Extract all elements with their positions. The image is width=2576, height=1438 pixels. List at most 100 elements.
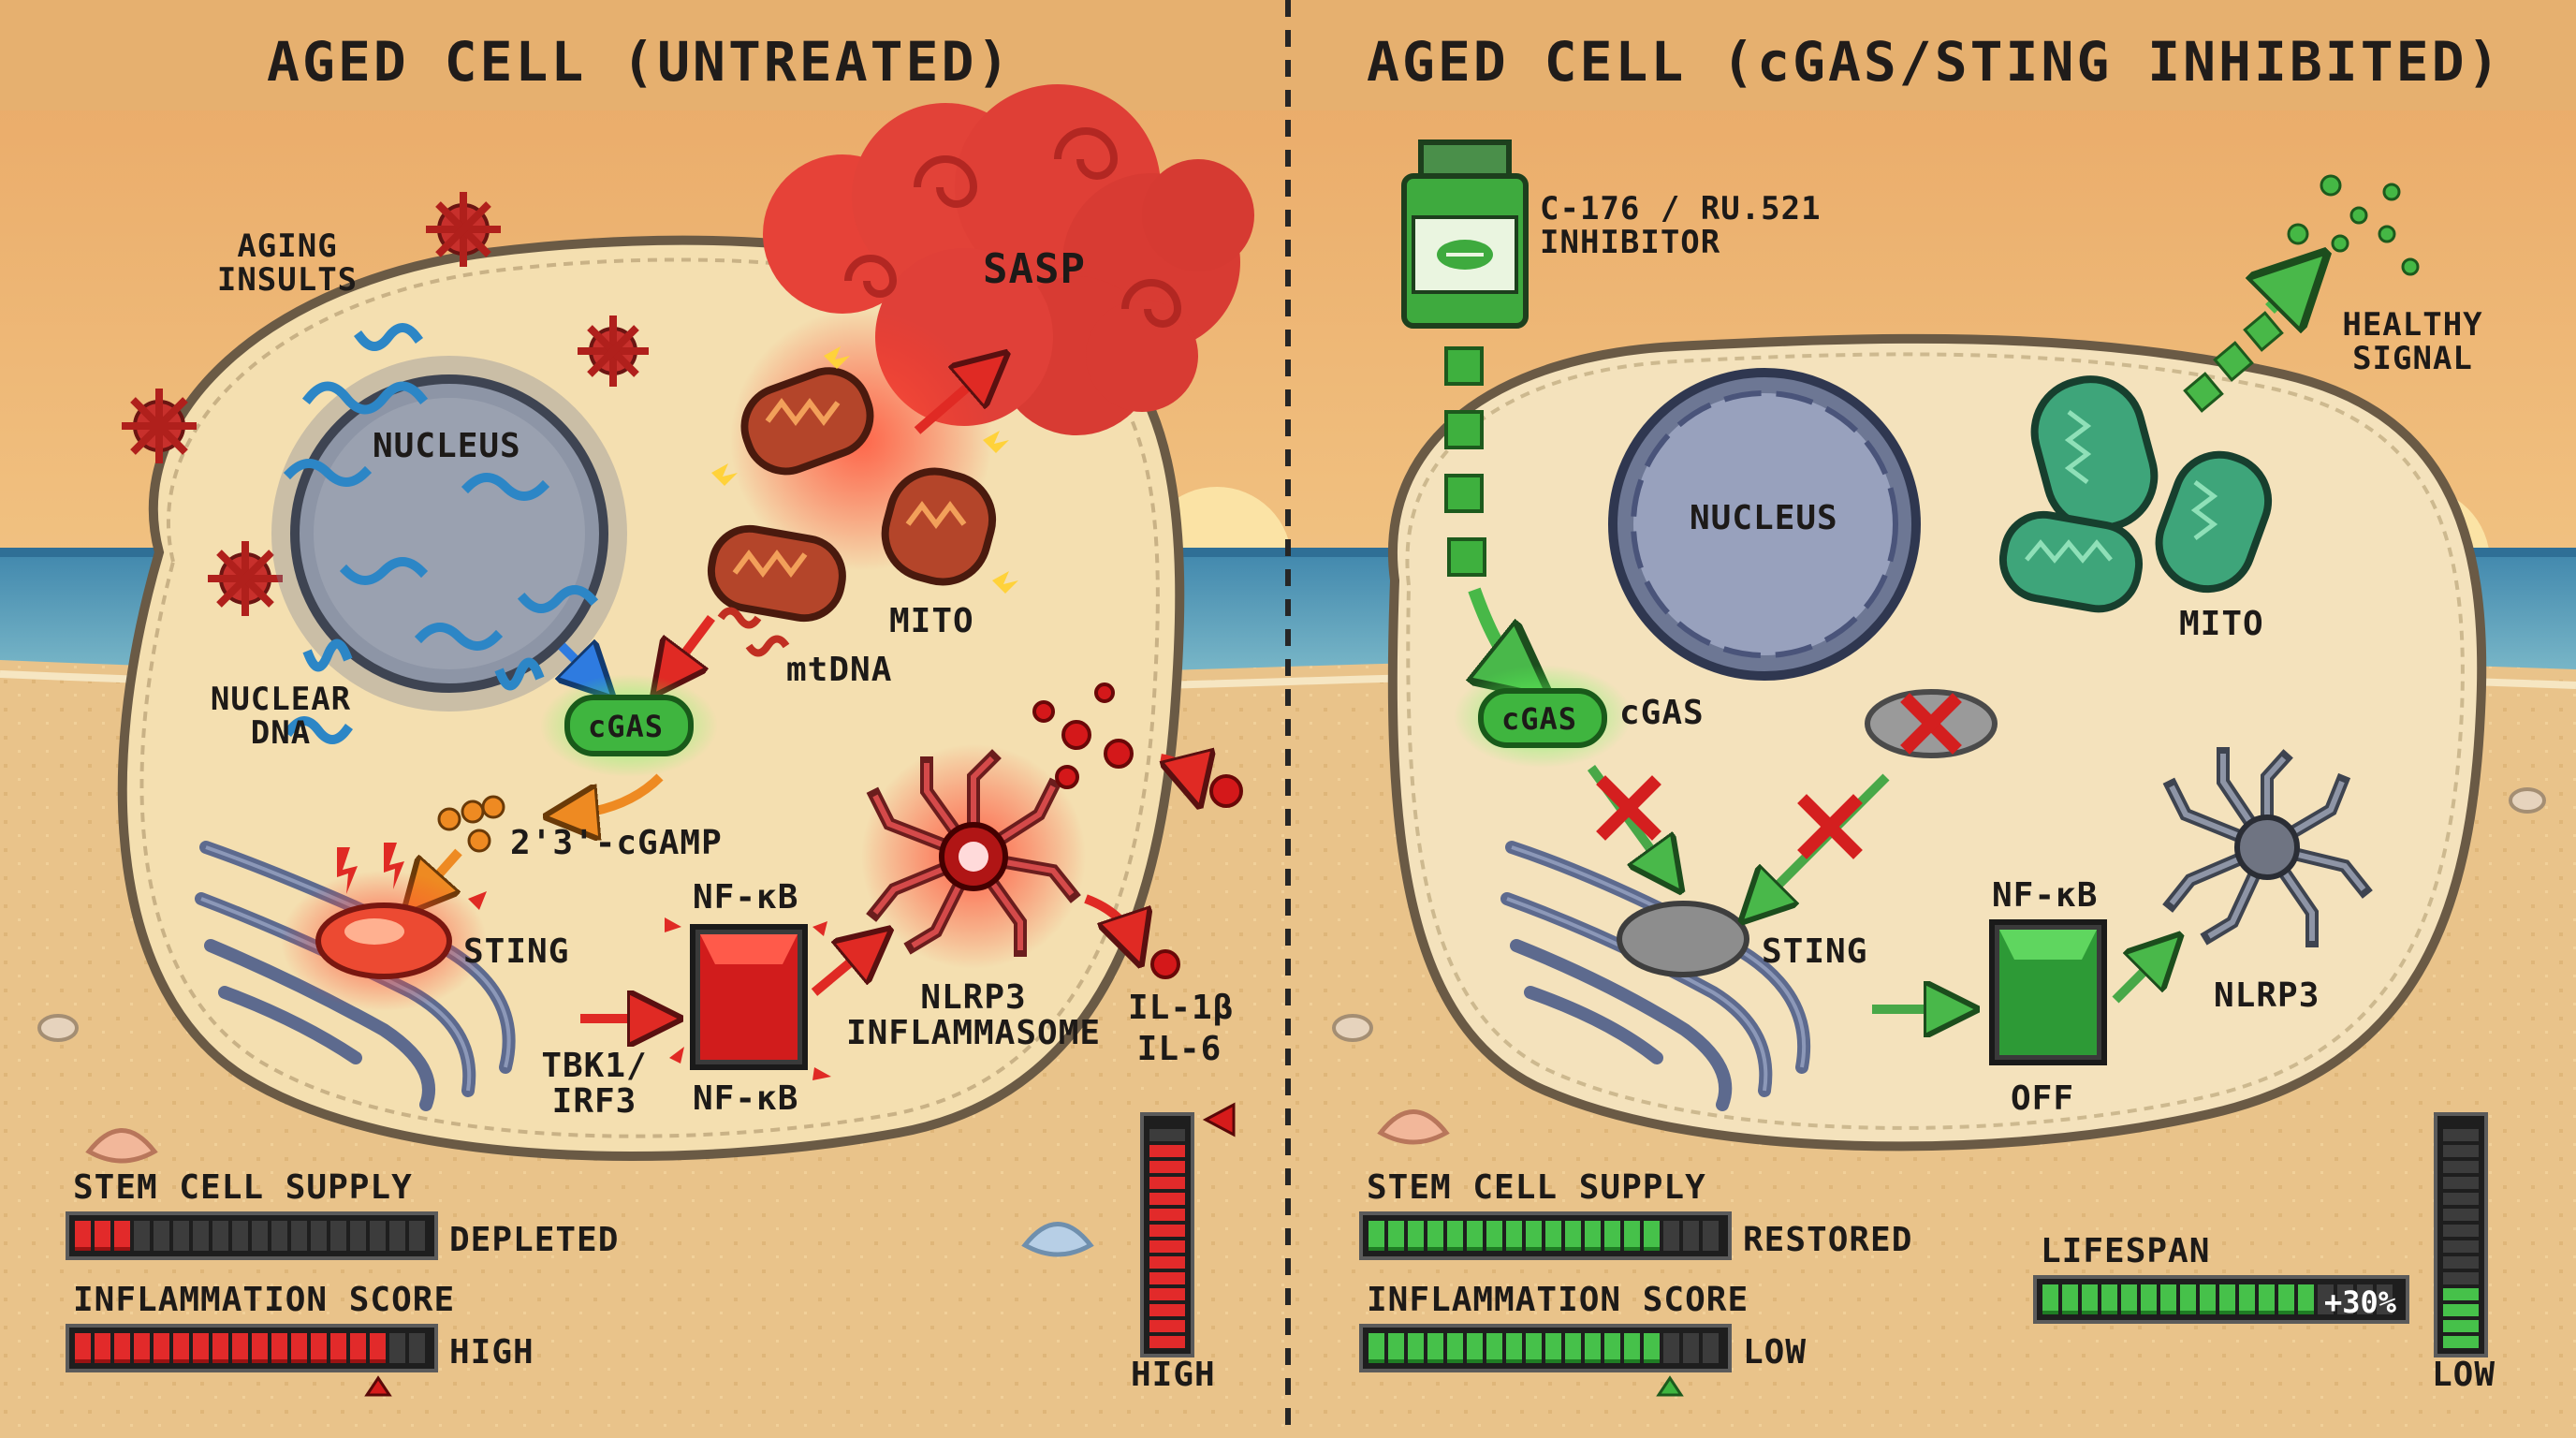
gauge-segment bbox=[2259, 1284, 2275, 1314]
tbk1-line-2: IRF3 bbox=[551, 1081, 637, 1121]
right-nlrp3 bbox=[2162, 747, 2373, 947]
right-vertical-meter-label: LOW bbox=[2432, 1356, 2496, 1394]
gauge-segment bbox=[2121, 1284, 2137, 1314]
gauge-segment bbox=[370, 1333, 386, 1363]
meter-segment bbox=[2443, 1177, 2479, 1189]
healthy-line-1: HEALTHY bbox=[2342, 306, 2483, 344]
right-stem-cell-status: RESTORED bbox=[1743, 1221, 1913, 1259]
left-inflammation-gauge bbox=[66, 1324, 438, 1372]
gauge-segment bbox=[2377, 1284, 2393, 1314]
right-nucleus-label: NUCLEUS bbox=[1690, 499, 1838, 537]
gauge-segment bbox=[134, 1333, 150, 1363]
gauge-segment bbox=[173, 1333, 189, 1363]
gauge-segment bbox=[2200, 1284, 2216, 1314]
left-vertical-meter-label: HIGH bbox=[1131, 1356, 1216, 1394]
gauge-segment bbox=[1486, 1221, 1502, 1251]
right-inflammation-status: LOW bbox=[1743, 1333, 1808, 1372]
left-sting-label: STING bbox=[463, 932, 570, 971]
meter-segment bbox=[2443, 1129, 2479, 1141]
gauge-segment bbox=[1506, 1221, 1522, 1251]
arrow-nfkb-to-nlrp3-off bbox=[2112, 953, 2162, 1004]
gauge-segment bbox=[252, 1221, 268, 1251]
gauge-segment bbox=[1624, 1333, 1640, 1363]
gauge-segment bbox=[1663, 1221, 1679, 1251]
nlrp3-line-2: INFLAMMASOME bbox=[845, 1013, 1102, 1052]
lifespan-gauge: +30% bbox=[2033, 1275, 2409, 1324]
meter-segment bbox=[2443, 1304, 2479, 1316]
gauge-segment bbox=[1585, 1333, 1601, 1363]
meter-segment bbox=[1149, 1161, 1185, 1173]
left-nucleus-label: NUCLEUS bbox=[373, 427, 521, 465]
gauge-segment bbox=[75, 1221, 91, 1251]
cytokines-label: IL-1β IL-6 bbox=[1128, 990, 1233, 1068]
gauge-segment bbox=[2062, 1284, 2078, 1314]
gauge-segment bbox=[95, 1221, 110, 1251]
lifespan-value: +30% bbox=[2323, 1284, 2396, 1320]
gauge-segment bbox=[2337, 1284, 2353, 1314]
arrow-to-cytokines bbox=[1084, 894, 1133, 941]
gauge-segment bbox=[1368, 1333, 1384, 1363]
arrow-mtdna-to-cgas bbox=[669, 615, 715, 674]
meter-segment bbox=[1149, 1225, 1185, 1237]
gauge-segment bbox=[330, 1333, 346, 1363]
gauge-segment bbox=[212, 1221, 228, 1251]
aging-insults-label: AGING INSULTS bbox=[208, 229, 367, 299]
gauge-segment bbox=[350, 1333, 366, 1363]
left-nlrp3-inflammasome bbox=[861, 744, 1086, 969]
gauge-segment bbox=[75, 1333, 91, 1363]
arrow-nfkb-to-nlrp3 bbox=[811, 946, 871, 996]
gauge-segment bbox=[232, 1221, 248, 1251]
gauge-segment bbox=[2278, 1284, 2294, 1314]
arrow-to-cytokines-2 bbox=[1161, 758, 1193, 782]
mtdna-label: mtDNA bbox=[786, 651, 893, 689]
gauge-segment bbox=[1644, 1333, 1660, 1363]
gauge-segment bbox=[291, 1221, 307, 1251]
gauge-segment bbox=[1388, 1333, 1404, 1363]
gauge-segment bbox=[193, 1221, 209, 1251]
right-cgas-label: cGAS bbox=[1501, 701, 1578, 737]
left-nfkb-switch bbox=[665, 917, 831, 1080]
inhibitor-bottle bbox=[1401, 139, 1529, 329]
gauge-segment bbox=[1427, 1333, 1443, 1363]
gauge-segment bbox=[291, 1333, 307, 1363]
left-shells bbox=[37, 1014, 1094, 1257]
gauge-segment bbox=[330, 1221, 346, 1251]
gauge-segment bbox=[1624, 1221, 1640, 1251]
right-nucleus bbox=[1608, 368, 1921, 681]
right-shells bbox=[1332, 787, 2546, 1145]
gauge-segment bbox=[1703, 1333, 1719, 1363]
nuclear-dna-line-1: NUCLEAR bbox=[210, 681, 352, 718]
right-cgas-enzyme bbox=[1454, 665, 1632, 768]
gauge-segment bbox=[1604, 1221, 1620, 1251]
inhibitor-line-2: INHIBITOR bbox=[1540, 223, 1721, 261]
aging-insults-line-2: INSULTS bbox=[216, 260, 359, 299]
nfkb-bottom-label: NF-κB bbox=[693, 1079, 799, 1118]
gauge-segment bbox=[154, 1221, 169, 1251]
gauge-segment bbox=[1506, 1333, 1522, 1363]
healthy-signal-label: HEALTHY SIGNAL bbox=[2331, 306, 2495, 375]
arrow-to-sasp bbox=[914, 370, 988, 434]
meter-segment bbox=[2443, 1161, 2479, 1173]
meter-segment bbox=[1149, 1145, 1185, 1157]
nuclear-dna-label: NUCLEAR DNA bbox=[197, 681, 365, 750]
left-cgas-label: cGAS bbox=[588, 709, 665, 744]
meter-segment bbox=[1149, 1193, 1185, 1205]
gauge-segment bbox=[350, 1221, 366, 1251]
left-inflammation-status: HIGH bbox=[449, 1333, 534, 1372]
right-vertical-meter bbox=[2434, 1112, 2488, 1357]
right-sting-protein bbox=[1617, 901, 1749, 977]
gauge-segment bbox=[409, 1221, 425, 1251]
right-cgas-side-label: cGAS bbox=[1619, 694, 1705, 732]
gauge-segment bbox=[2042, 1284, 2058, 1314]
il6-label: IL-6 bbox=[1136, 1029, 1222, 1068]
block-x-marks bbox=[1596, 693, 1962, 859]
nfkb-top-label: NF-κB bbox=[693, 878, 799, 917]
gauge-segment bbox=[1663, 1333, 1679, 1363]
gauge-segment bbox=[1683, 1221, 1699, 1251]
gauge-segment bbox=[311, 1333, 327, 1363]
gauge-segment bbox=[1447, 1333, 1463, 1363]
meter-segment bbox=[2443, 1209, 2479, 1221]
right-panel-title: AGED CELL (cGAS/STING INHIBITED) bbox=[1367, 30, 2503, 94]
meter-segment bbox=[2443, 1272, 2479, 1284]
